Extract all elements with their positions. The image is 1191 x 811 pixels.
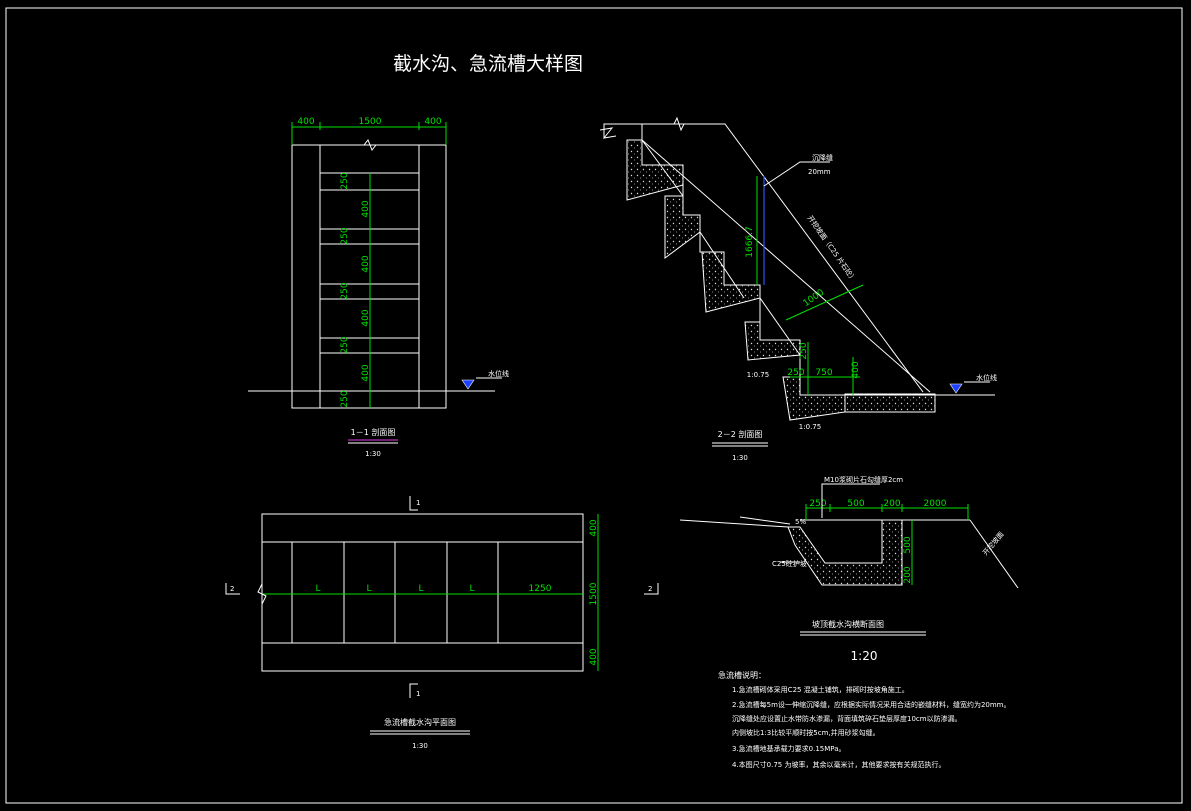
section-1-1-label: 1－1 剖面图: [351, 427, 396, 437]
section-2-2-label: 2－2 剖面图: [718, 429, 763, 439]
plan-label: 急流槽截水沟平面图: [384, 717, 456, 727]
ditch-scale: 1:20: [851, 649, 878, 663]
water-label-1: 水位线: [488, 369, 509, 378]
dim-vertical: 1666.7: [745, 226, 755, 258]
notes-line-0: 1.急流槽砌体采用C25 混凝土铺筑，排砌时按坡角施工。: [732, 685, 909, 694]
drawing-title: 截水沟、急流槽大样图: [393, 53, 583, 75]
step-mark-2: L: [418, 584, 423, 594]
slope-ratio-1: 1:0.75: [747, 371, 769, 379]
ditch-dim-top-2: 200: [883, 499, 900, 509]
dim-top-1: 1500: [359, 117, 382, 127]
drawing-frame: [5, 7, 1183, 804]
dim-side-6: 250: [340, 336, 350, 353]
section-1-1-scale: 1:30: [365, 450, 381, 458]
notes-line-3: 内侧坡比1:3比较平顺时按5cm,并用砂浆勾缝。: [732, 728, 880, 737]
section-2-2-scale: 1:30: [732, 454, 748, 462]
ditch-material-label: C25砼护坡: [772, 559, 807, 568]
section-2-2: 沉降缝 20mm 1666.7 1000 开挖坡面（C25 片石砼） 1:0.7…: [599, 116, 997, 462]
notes-block: 急流槽说明： 1.急流槽砌体采用C25 混凝土铺筑，排砌时按坡角施工。 2.急流…: [718, 670, 1011, 769]
joint-width: 20mm: [808, 168, 831, 176]
step-mark-0: L: [315, 584, 320, 594]
water-level-icon-2: [949, 383, 963, 394]
dim-side-1: 400: [361, 200, 371, 217]
water-level-icon: [461, 379, 475, 390]
section-1-1: 400 1500 400 250 400 250 400 250 400 250 400 250…: [248, 117, 509, 458]
water-label-2: 水位线: [976, 373, 997, 382]
ditch-dim-top-0: 250: [809, 499, 826, 509]
notes-line-5: 4.本图尺寸0.75 为坡率，其余以毫米计，其他要求按有关规范执行。: [732, 760, 946, 769]
notes-heading: 急流槽说明：: [718, 670, 766, 680]
slope-ratio-2: 1:0.75: [799, 423, 821, 431]
dim-top-0: 400: [297, 117, 314, 127]
dim-750: 750: [815, 368, 832, 378]
dim-400: 400: [851, 361, 861, 378]
dim-side-4: 250: [340, 282, 350, 299]
plan-scale: 1:30: [412, 742, 428, 750]
cut-mark-top: 1: [416, 499, 420, 507]
plan-dim-right-0: 400: [589, 519, 599, 536]
dim-side-7: 400: [361, 364, 371, 381]
cut-mark-bottom: 1: [416, 690, 420, 698]
dim-last: 1250: [529, 584, 552, 594]
dim-side-8: 250: [340, 390, 350, 407]
ditch-label: 坡顶截水沟横断面图: [812, 619, 884, 629]
dim-250-a: 250: [799, 342, 809, 359]
ditch-section: 250 500 200 2000 500 200 M10浆砌片石勾缝厚2cm 5…: [679, 475, 1019, 663]
dim-top-2: 400: [424, 117, 441, 127]
plan-view: L L L L 1250 400 1500 400 1 1 2 2 急流槽截水沟…: [225, 496, 659, 750]
ditch-dim-right-0: 500: [903, 536, 913, 553]
step-mark-1: L: [366, 584, 371, 594]
notes-line-4: 3.急流槽地基承载力要求0.15MPa。: [732, 744, 846, 753]
dim-side-3: 400: [361, 255, 371, 272]
dim-side-0: 250: [340, 172, 350, 189]
ditch-dim-right-1: 200: [903, 566, 913, 583]
ditch-top-note: M10浆砌片石勾缝厚2cm: [824, 475, 903, 484]
notes-line-2: 沉降缝处应设置止水带防水渗漏，背面填筑碎石垫层厚度10cm以防渗漏。: [732, 714, 962, 723]
ditch-dim-top-3: 2000: [924, 499, 947, 509]
notes-line-1: 2.急流槽每5m设一伸缩沉降缝，应根据实际情况采用合适的嵌缝材料，缝宽约为20m…: [732, 700, 1011, 709]
dim-side-5: 400: [361, 309, 371, 326]
cut-mark-left: 2: [230, 585, 234, 593]
ditch-slope-ratio: 5%: [795, 518, 806, 526]
dim-250-b: 250: [787, 368, 804, 378]
plan-dim-right-1: 1500: [589, 582, 599, 605]
slope-label: 开挖坡面（C25 片石砼）: [806, 214, 859, 284]
ditch-dim-top-1: 500: [847, 499, 864, 509]
dim-side-2: 250: [340, 227, 350, 244]
cut-mark-right: 2: [648, 585, 652, 593]
joint-label: 沉降缝: [812, 153, 833, 162]
plan-dim-right-2: 400: [589, 648, 599, 665]
step-mark-3: L: [469, 584, 474, 594]
